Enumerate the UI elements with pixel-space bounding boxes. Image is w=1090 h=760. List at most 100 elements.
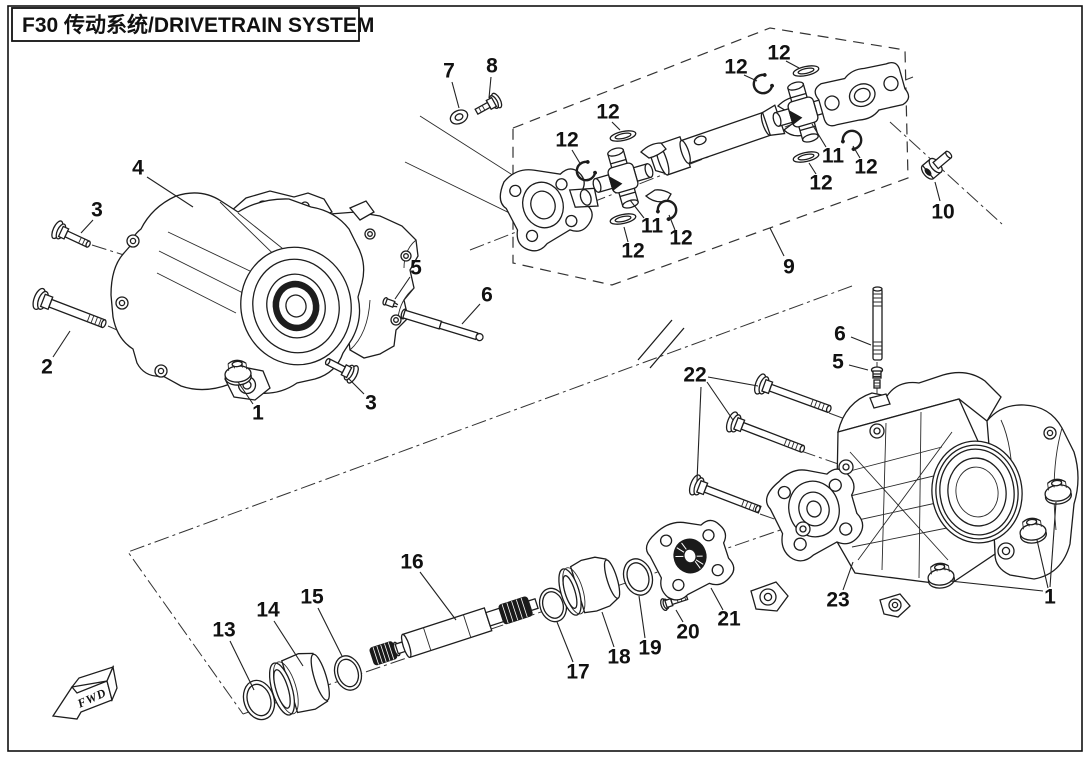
callout-label-13: 13 <box>212 619 235 642</box>
callout-label-8: 8 <box>486 55 498 78</box>
callout-label-2: 2 <box>41 356 53 379</box>
callout-label-5: 5 <box>410 257 422 280</box>
title-block: F30 传动系统/DRIVETRAIN SYSTEM <box>11 7 374 42</box>
callout-leader-22 <box>696 386 702 482</box>
callout-leader-12 <box>852 145 861 159</box>
drive-shaft-parts <box>242 519 735 721</box>
flange-21 <box>645 519 735 601</box>
sleeve-14 <box>268 652 330 716</box>
front-gearbox-output-boss <box>240 246 352 366</box>
callout-leader-12 <box>808 162 817 175</box>
callout-leader-1 <box>949 580 1044 592</box>
shaft-16 <box>369 596 539 666</box>
callout-label-11: 11 <box>641 215 664 238</box>
callout-leader-15 <box>317 607 343 657</box>
seal-washers-12 <box>609 65 820 225</box>
stud-6-rear <box>872 286 883 361</box>
callout-label-20: 20 <box>676 621 699 644</box>
callout-label-12: 12 <box>596 101 619 124</box>
callout-label-4: 4 <box>132 157 144 180</box>
rear-gearbox-frame <box>835 398 996 586</box>
break-symbol <box>637 319 685 369</box>
front-flange <box>499 168 599 252</box>
callout-label-12: 12 <box>555 129 578 152</box>
callout-label-22: 22 <box>683 364 706 387</box>
callout-label-6: 6 <box>481 284 493 307</box>
callout-leader-11 <box>811 123 827 148</box>
callout-leader-8 <box>488 76 492 99</box>
callout-label-3: 3 <box>91 199 103 222</box>
propeller-shaft-assembly <box>499 61 910 252</box>
breather-5-front <box>382 297 399 309</box>
title-box <box>11 7 360 42</box>
flange-nut-1-front <box>224 359 252 386</box>
breather-5-rear <box>870 366 884 389</box>
callout-label-16: 16 <box>400 551 423 574</box>
callout-label-12: 12 <box>809 172 832 195</box>
callout-leader-23 <box>842 561 854 591</box>
bolt-10 <box>920 150 953 180</box>
callout-leader-12 <box>611 121 621 131</box>
callout-leader-3 <box>80 219 94 234</box>
callout-label-12: 12 <box>669 227 692 250</box>
callout-label-10: 10 <box>931 201 954 224</box>
callout-leader-5 <box>848 364 869 371</box>
callout-label-11: 11 <box>822 145 845 168</box>
rear-gearbox <box>750 371 1079 618</box>
callout-leader-1 <box>237 381 254 405</box>
callout-leader-12 <box>623 226 629 243</box>
callout-leader-5 <box>394 276 411 300</box>
front-gearbox <box>110 190 419 401</box>
rear-gearbox-bore <box>931 440 1023 544</box>
callout-label-12: 12 <box>767 42 790 65</box>
callout-leader-14 <box>273 620 304 667</box>
flange-nuts-1-rear <box>927 478 1072 589</box>
callout-leader-2 <box>52 330 71 358</box>
callout-leader-7 <box>451 81 460 109</box>
u-joint-front <box>592 147 654 209</box>
washer-7 <box>449 109 469 125</box>
callout-leader-12 <box>668 214 676 231</box>
callout-label-17: 17 <box>566 661 589 684</box>
callout-label-18: 18 <box>607 646 631 669</box>
ring-17 <box>538 587 568 623</box>
callout-leader-22 <box>706 381 734 421</box>
circlips-12 <box>575 73 863 221</box>
rear-flange-bracket <box>814 61 910 127</box>
callout-leader-17 <box>556 621 574 663</box>
callout-leader-20 <box>675 609 684 623</box>
callout-leader-18 <box>601 611 615 648</box>
callout-label-7: 7 <box>443 60 455 83</box>
bolt-8 <box>474 92 503 116</box>
callout-leader-6 <box>850 336 872 346</box>
sleeve-18 <box>558 556 621 616</box>
bolt-3-upper <box>51 220 91 248</box>
bolts-22 <box>688 373 832 514</box>
callout-label-1: 1 <box>252 402 264 425</box>
callout-leader-13 <box>229 640 255 691</box>
dashed-boundary-box <box>512 27 909 286</box>
callout-leader-9 <box>769 227 785 257</box>
callout-label-12: 12 <box>724 56 747 79</box>
bolt-2 <box>32 287 107 329</box>
callout-leader-6 <box>461 303 481 325</box>
ring-19 <box>622 558 654 596</box>
callout-leader-19 <box>638 595 646 639</box>
callout-leader-16 <box>419 571 457 621</box>
page-title: F30 传动系统/DRIVETRAIN SYSTEM <box>22 13 374 37</box>
callout-leader-11 <box>629 199 645 219</box>
fwd-arrow: FWD <box>51 664 118 720</box>
callout-label-5: 5 <box>832 351 844 374</box>
callout-label-6: 6 <box>834 323 846 346</box>
callout-label-12: 12 <box>854 156 877 179</box>
propeller-shaft-tube <box>649 104 786 176</box>
callout-leader-12 <box>743 74 758 82</box>
callout-leader-22 <box>707 376 759 387</box>
callout-leader-4 <box>146 176 194 208</box>
callout-label-1: 1 <box>1044 586 1056 609</box>
callout-label-19: 19 <box>638 637 661 660</box>
callout-label-21: 21 <box>717 608 741 631</box>
